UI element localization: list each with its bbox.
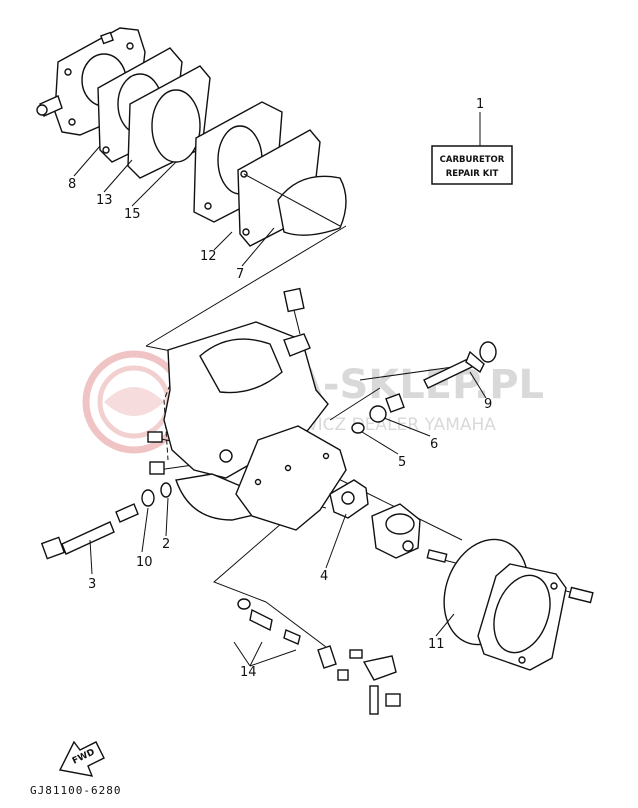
part-2-oring: [160, 482, 172, 498]
callout-12: 12: [200, 249, 217, 264]
part-9-needle: [423, 341, 497, 389]
part-3-screw: [40, 521, 115, 575]
callout-5: 5: [398, 455, 406, 470]
callout-1: 1: [476, 97, 484, 112]
callout-4: 4: [320, 569, 328, 584]
callout-10: 10: [136, 555, 153, 570]
fwd-arrow-icon: FWD: [58, 740, 105, 777]
part-5-oring: [351, 422, 365, 434]
repair-kit-box: CARBURETOR REPAIR KIT: [431, 112, 513, 185]
callout-9: 9: [484, 397, 492, 412]
callout-2: 2: [162, 537, 170, 552]
repair-kit-label-line1: CARBURETOR: [440, 155, 505, 165]
callout-8: 8: [68, 177, 76, 192]
part-14-jets: [233, 598, 301, 667]
callout-14: 14: [240, 665, 257, 680]
part-15-gasket: [127, 65, 211, 179]
part-11-diaphragm: [443, 538, 594, 671]
callout-6: 6: [430, 437, 438, 452]
part-6-washer: [369, 393, 405, 423]
part-4-gasket: [329, 479, 369, 519]
repair-kit-label-line2: REPAIR KIT: [446, 169, 499, 179]
drawing-code: GJ81100-6280: [30, 784, 121, 797]
pump-body: [371, 503, 448, 563]
part-7-gasket: [237, 129, 347, 247]
callout-numbers: 1 2 3 4 5 6 7 8 9 10 11 12 13 14 15: [68, 97, 492, 680]
center-plate: [235, 425, 347, 531]
callout-15: 15: [124, 207, 141, 222]
callout-13: 13: [96, 193, 113, 208]
callout-3: 3: [88, 577, 96, 592]
part-10-spring: [115, 489, 155, 523]
callout-7: 7: [236, 267, 244, 282]
callout-11: 11: [428, 637, 445, 652]
bottom-small-parts: [317, 645, 401, 715]
callout-leaders: [73, 145, 487, 637]
